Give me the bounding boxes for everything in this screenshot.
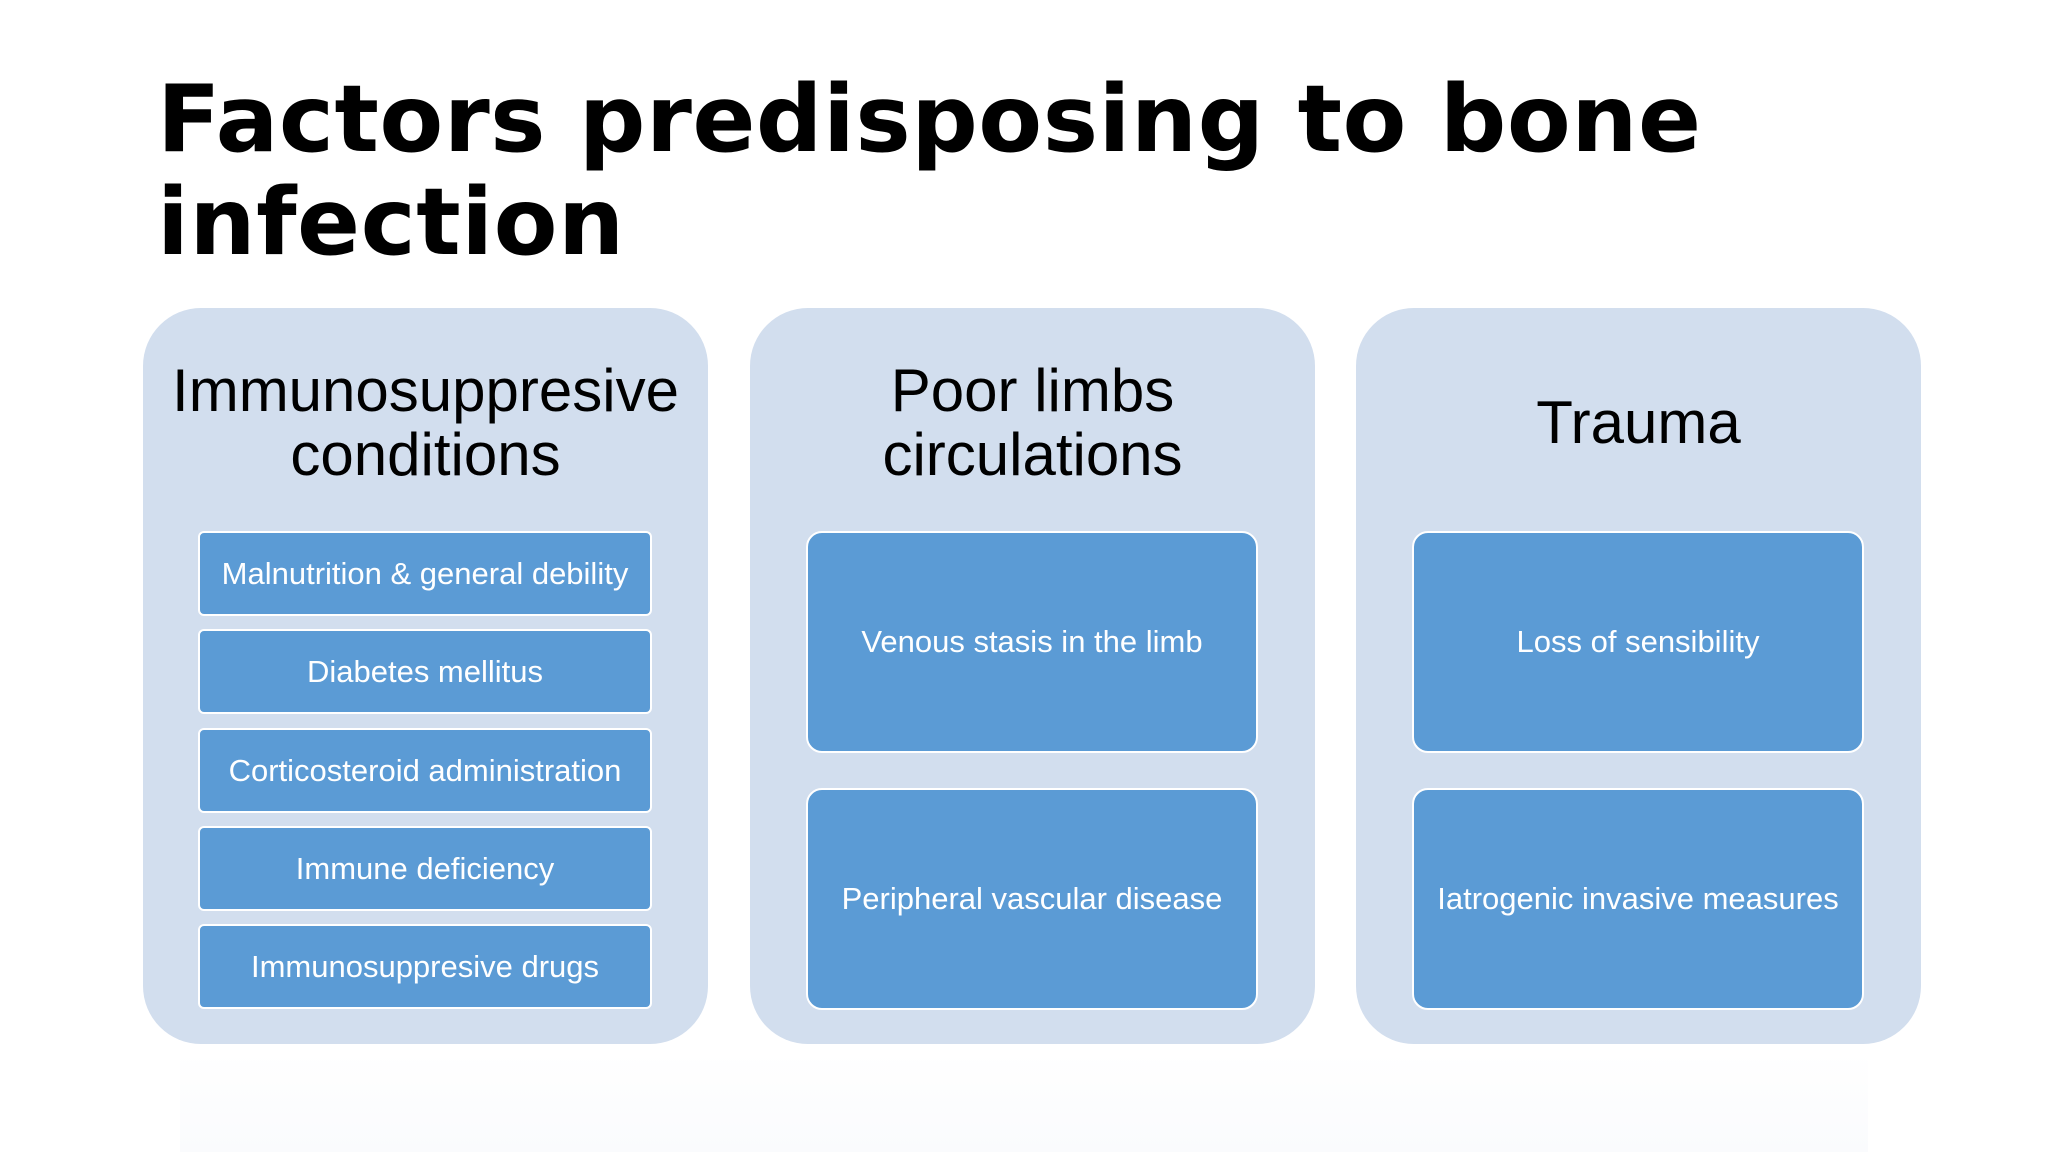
factor-box: Immunosuppresive drugs (198, 924, 652, 1009)
factor-box: Immune deficiency (198, 826, 652, 911)
factor-box: Diabetes mellitus (198, 629, 652, 714)
factor-box: Malnutrition & general debility (198, 531, 652, 616)
factor-box: Venous stasis in the limb (806, 531, 1258, 753)
panel-immunosuppressive-conditions: Immunosuppresive conditions Malnutrition… (143, 308, 708, 1044)
panel-heading: Poor limbs circulations (882, 357, 1183, 488)
panel-poor-limb-circulation: Poor limbs circulations Venous stasis in… (750, 308, 1315, 1044)
slide-title: Factors predisposing to bone infection (157, 65, 1702, 276)
panel-heading: Trauma (1536, 389, 1741, 456)
factor-box: Peripheral vascular disease (806, 788, 1258, 1010)
slide-footer-shade (180, 1052, 1868, 1152)
factor-box: Corticosteroid administration (198, 728, 652, 813)
factor-box: Iatrogenic invasive measures (1412, 788, 1864, 1010)
panel-heading: Immunosuppresive conditions (172, 357, 679, 488)
factor-box: Loss of sensibility (1412, 531, 1864, 753)
panel-trauma: Trauma Loss of sensibility Iatrogenic in… (1356, 308, 1921, 1044)
